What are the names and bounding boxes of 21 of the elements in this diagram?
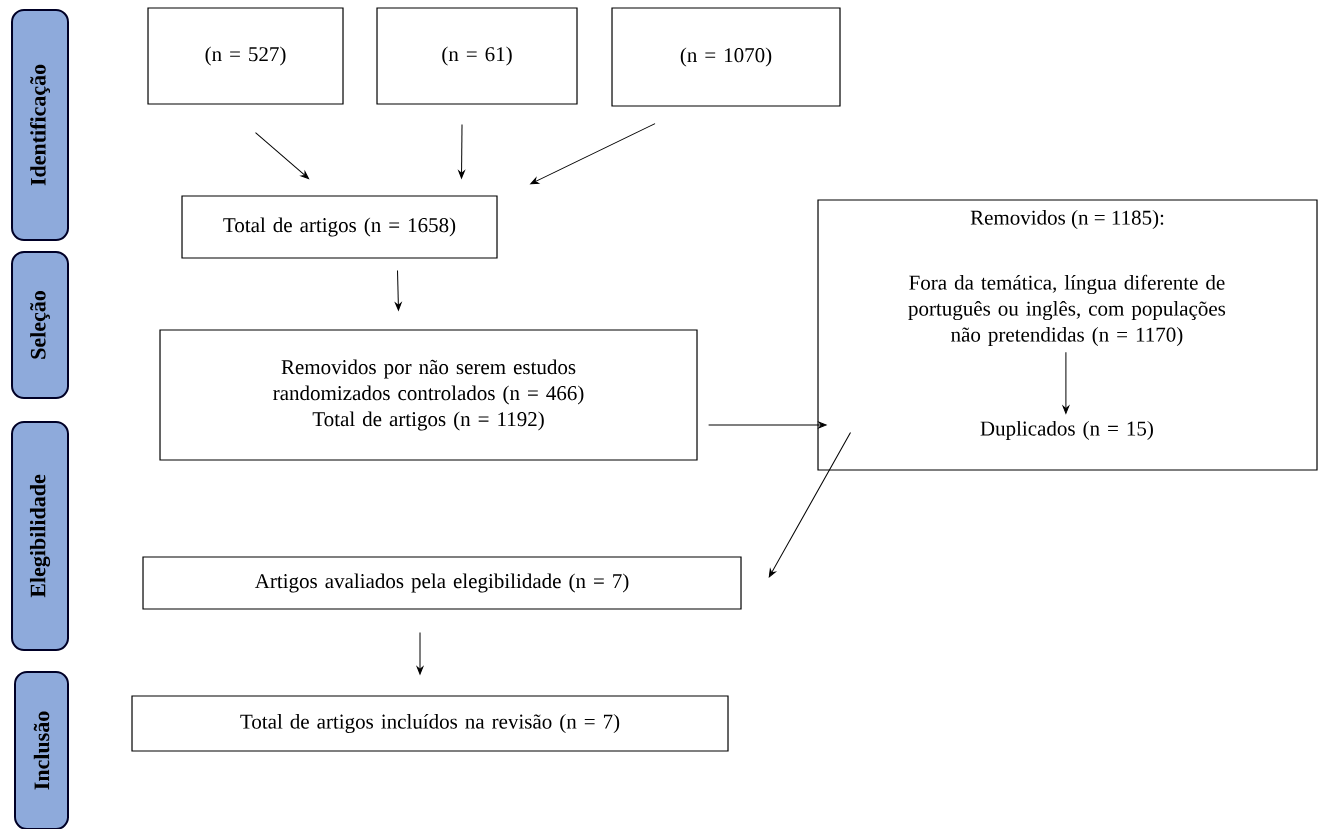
stage-band: Elegibilidade <box>11 421 69 651</box>
process-box: Artigos avaliados pela elegibilidade (n = 7) <box>142 556 742 610</box>
stage-band: Seleção <box>11 251 69 399</box>
stage-band: Identificação <box>11 9 69 241</box>
process-box: Removidos por não serem estudos randomizados controlados (n = 466) Total de artigos (n = 1192) <box>159 329 698 461</box>
process-box: (n = 1070) <box>611 7 841 107</box>
arrow <box>530 123 656 185</box>
stage-band: Inclusão <box>14 671 69 829</box>
process-box: (n = 527) <box>147 7 344 105</box>
box-text: Fora da temática, língua diferente de português ou inglês, com populações não pretendidas (n = 1170) <box>908 274 1226 346</box>
arrow <box>416 632 424 675</box>
arrow <box>255 132 309 179</box>
process-box: (n = 61) <box>376 7 578 105</box>
process-box: Total de artigos (n = 1658) <box>181 195 498 259</box>
arrow <box>1062 351 1070 414</box>
arrow <box>394 270 402 311</box>
arrow <box>458 124 465 179</box>
box-text: Duplicados (n = 15) <box>980 420 1153 440</box>
arrow <box>708 421 827 429</box>
process-box: Total de artigos incluídos na revisão (n = 7) <box>131 695 729 752</box>
arrow <box>768 432 851 578</box>
